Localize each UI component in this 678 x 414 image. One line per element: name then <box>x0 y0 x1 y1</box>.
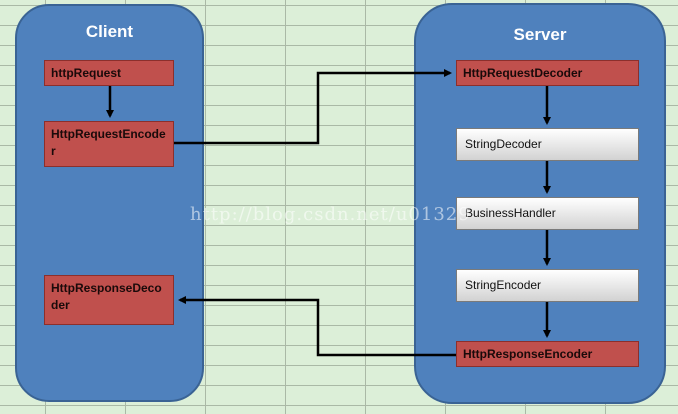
http-request-box: httpRequest <box>44 60 174 86</box>
arrow-encoder-to-request-decoder <box>174 69 452 145</box>
server-title: Server <box>513 25 567 44</box>
watermark-text: http://blog.csdn.net/u01329 <box>190 204 471 225</box>
string-encoder-box: StringEncoder <box>456 269 639 302</box>
client-title: Client <box>85 22 134 41</box>
business-handler-box: BusinessHandler <box>456 197 639 230</box>
string-decoder-box: StringDecoder <box>456 128 639 161</box>
http-response-encoder-box: HttpResponseEncoder <box>456 341 639 367</box>
http-response-decoder-box: HttpResponseDecoder <box>44 275 174 325</box>
http-request-decoder-box: HttpRequestDecoder <box>456 60 639 86</box>
http-request-encoder-box: HttpRequestEncoder <box>44 121 174 167</box>
